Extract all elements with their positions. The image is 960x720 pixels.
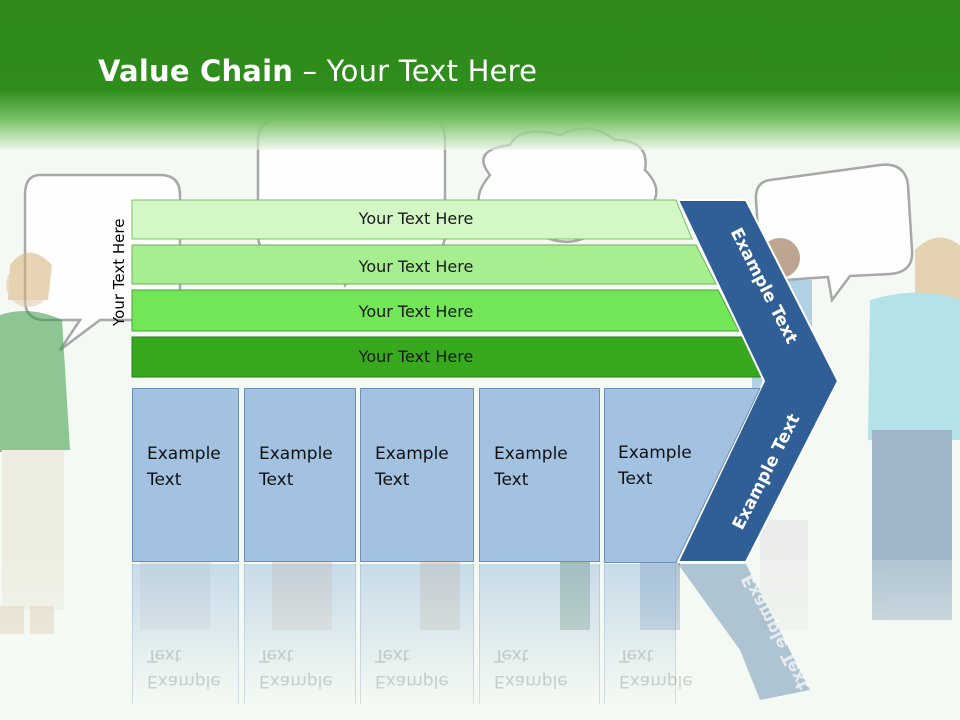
column-4-line1: Example — [494, 444, 568, 464]
bar-3-label: Your Text Here — [358, 302, 474, 321]
bar-3 — [131, 289, 740, 332]
column-3-text: Example Text — [375, 441, 449, 493]
column-2-text: Example Text — [259, 441, 333, 493]
column-4-line2: Text — [494, 470, 529, 490]
vertical-label: Your Text Here — [110, 218, 128, 326]
column-5-line2: Text — [618, 469, 653, 489]
column-2-line1: Example — [259, 444, 333, 464]
column-3: Example Text — [360, 388, 474, 562]
column-3-line2: Text — [375, 470, 410, 490]
column-2: Example Text — [244, 388, 356, 562]
column-1-text: Example Text — [147, 441, 221, 493]
title-bold: Value Chain — [98, 54, 294, 88]
bar-1-label: Your Text Here — [358, 209, 474, 228]
column-4-text: Example Text — [494, 441, 568, 493]
column-5-text: Example Text — [618, 440, 692, 492]
chevron-reflection — [678, 564, 810, 700]
column-5 — [604, 388, 761, 563]
column-1-line1: Example — [147, 444, 221, 464]
title-rest: – Your Text Here — [293, 54, 538, 88]
column-5-line1: Example — [618, 443, 692, 463]
column-2-line2: Text — [259, 470, 294, 490]
header-band — [0, 0, 960, 150]
bar-2 — [131, 244, 717, 285]
chevron-arrow — [676, 199, 840, 563]
bar-2-label: Your Text Here — [358, 257, 474, 276]
column-4: Example Text — [479, 388, 600, 562]
bar-4-label: Your Text Here — [358, 347, 474, 366]
column-1: Example Text — [132, 388, 239, 562]
slide-title: Value Chain – Your Text Here — [98, 54, 537, 88]
column-3-line1: Example — [375, 444, 449, 464]
bar-1 — [131, 199, 693, 240]
column-1-line2: Text — [147, 470, 182, 490]
